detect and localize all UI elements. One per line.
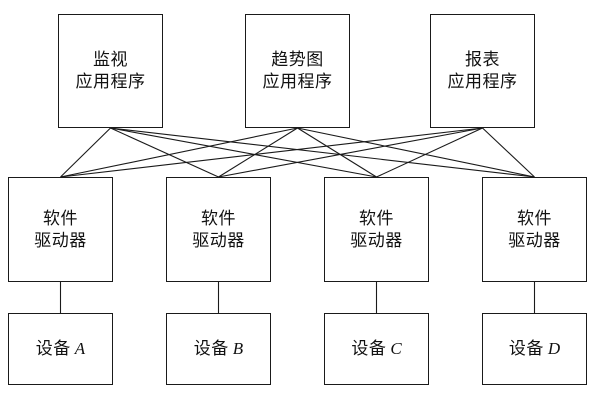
application-name-primary: 报表 [465, 50, 500, 70]
application-name-primary: 监视 [93, 50, 128, 70]
device-tag: A [74, 339, 86, 359]
application-name-primary: 趋势图 [271, 50, 324, 70]
application-box-1[interactable]: 监视应用程序 [58, 14, 163, 128]
edge-app-trend-to-driver-c [297, 127, 377, 178]
application-name-secondary: 应用程序 [262, 72, 333, 91]
application-name-secondary: 应用程序 [75, 72, 146, 91]
edge-app-monitor-to-driver-c [110, 127, 377, 178]
edge-app-report-to-driver-b [218, 127, 483, 178]
application-name-secondary: 应用程序 [447, 72, 518, 91]
software-driver-box-2[interactable]: 软件驱动器 [166, 177, 271, 282]
driver-name-primary: 软件 [517, 208, 552, 228]
device-label: 设备 [508, 339, 544, 359]
device-tag: B [232, 339, 244, 359]
edge-app-trend-to-driver-a [60, 127, 298, 178]
edge-app-trend-to-driver-b [218, 127, 298, 178]
software-driver-box-1[interactable]: 软件驱动器 [8, 177, 113, 282]
driver-name-primary: 软件 [43, 208, 78, 228]
device-tag: C [390, 339, 402, 359]
software-driver-box-4[interactable]: 软件驱动器 [482, 177, 587, 282]
device-label: 设备 [35, 339, 71, 359]
driver-name-secondary: 驱动器 [34, 230, 87, 250]
driver-name-secondary: 驱动器 [508, 230, 561, 250]
device-tag: D [547, 339, 561, 359]
edge-app-monitor-to-driver-d [110, 127, 535, 178]
edge-app-report-to-driver-d [482, 127, 535, 178]
device-label: 设备 [351, 339, 387, 359]
device-label: 设备 [193, 339, 229, 359]
application-box-2[interactable]: 趋势图应用程序 [245, 14, 350, 128]
driver-name-primary: 软件 [201, 208, 236, 228]
application-box-3[interactable]: 报表应用程序 [430, 14, 535, 128]
edge-app-report-to-driver-a [60, 127, 483, 178]
edge-app-trend-to-driver-d [297, 127, 535, 178]
edge-app-monitor-to-driver-b [110, 127, 219, 178]
driver-name-secondary: 驱动器 [350, 230, 403, 250]
edge-app-report-to-driver-c [376, 127, 483, 178]
driver-name-primary: 软件 [359, 208, 394, 228]
driver-name-secondary: 驱动器 [192, 230, 245, 250]
edge-app-monitor-to-driver-a [60, 127, 111, 178]
software-driver-box-3[interactable]: 软件驱动器 [324, 177, 429, 282]
